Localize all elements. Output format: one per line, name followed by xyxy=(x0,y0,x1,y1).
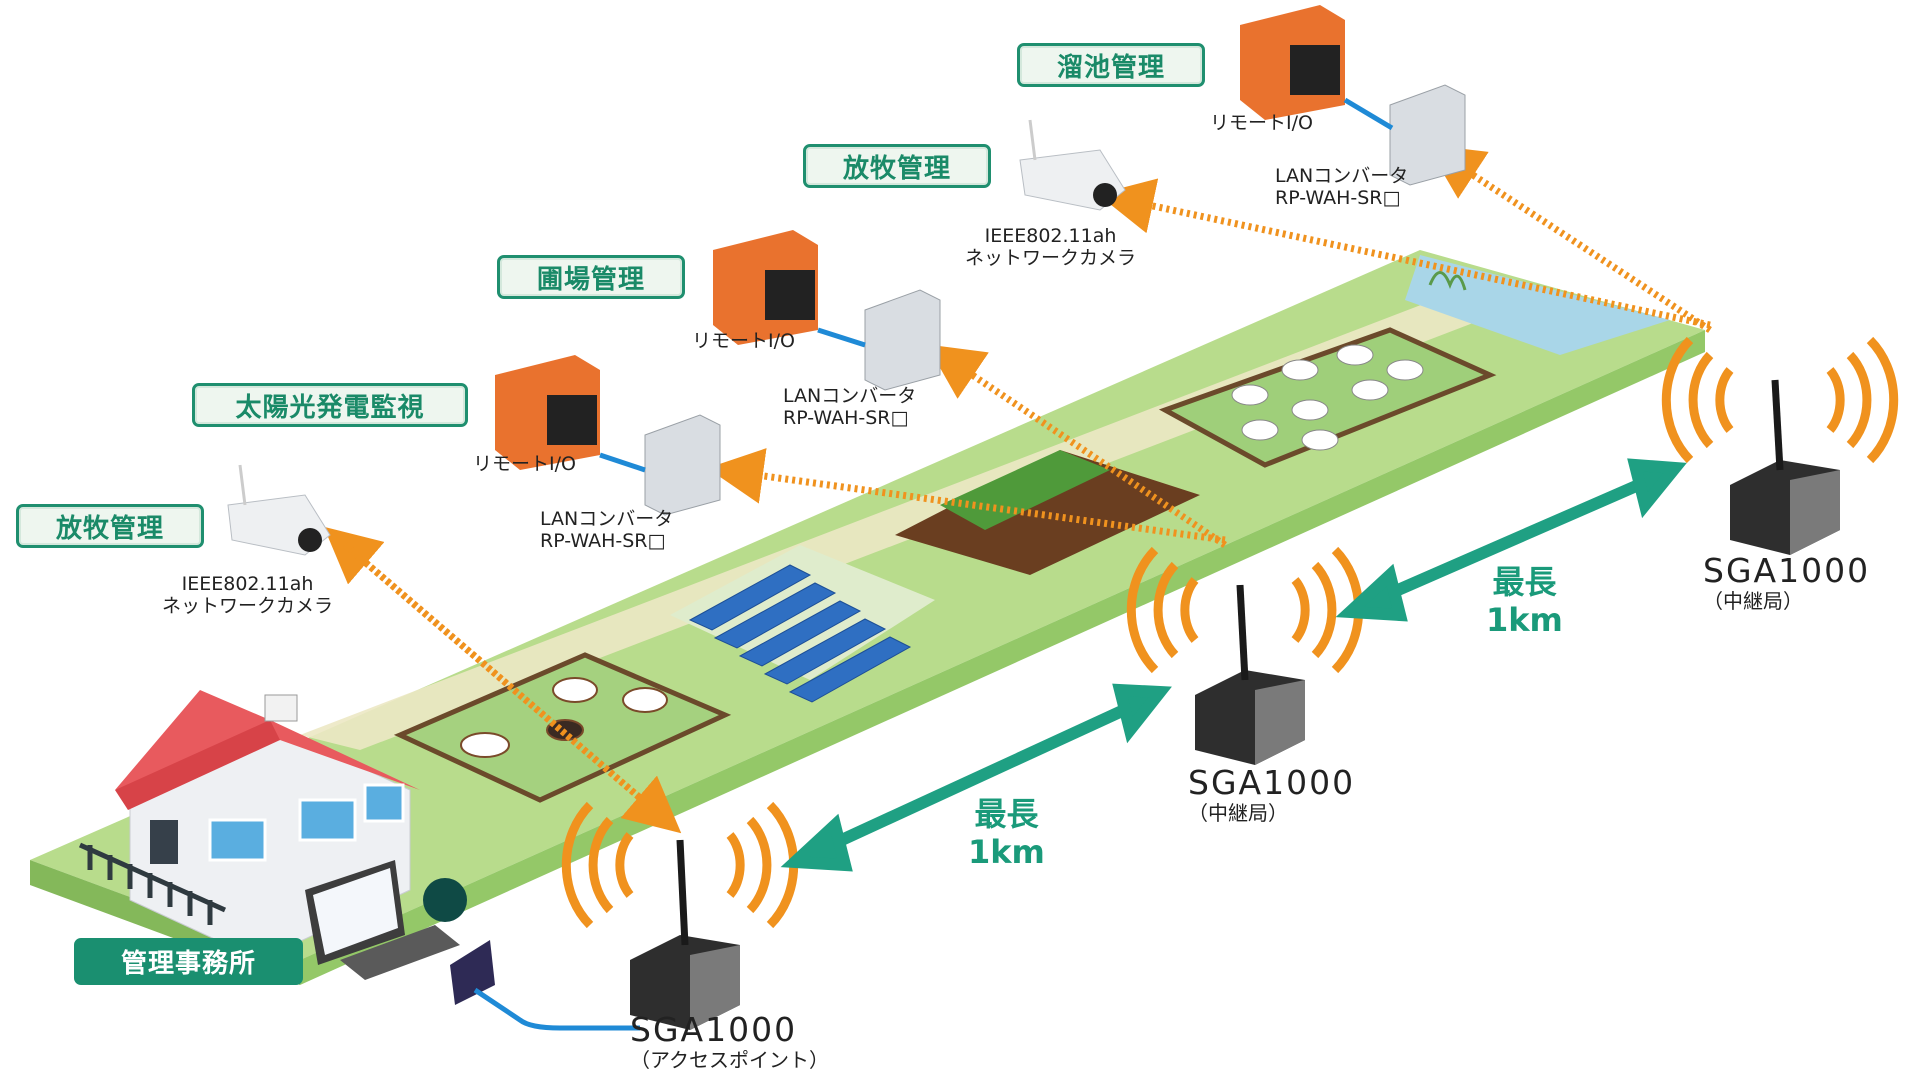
caption-lan-converter-tameike: LANコンバータ RP-WAH-SR□ xyxy=(1275,165,1408,209)
signal-waves-right xyxy=(1661,336,1899,464)
lan-converter-solar xyxy=(599,414,721,516)
caption-camera-left-line2: ネットワークカメラ xyxy=(162,595,334,617)
lan-converter-tameike xyxy=(1343,84,1466,186)
pond xyxy=(1405,255,1670,355)
crop-field xyxy=(895,450,1200,575)
caption-remote-io-hojo: リモートI/O xyxy=(692,330,795,352)
distance-link-lower xyxy=(817,699,1138,856)
network-camera-left xyxy=(227,464,331,556)
caption-lan-converter-tameike-line2: RP-WAH-SR□ xyxy=(1275,187,1401,209)
lan-converter-hojo xyxy=(817,289,941,391)
sga-access-point-role: （アクセスポイント） xyxy=(630,1048,829,1072)
caption-lan-converter-solar-line1: LANコンバータ xyxy=(540,508,674,530)
distance-label-upper-line1: 最長 xyxy=(1492,563,1557,601)
distance-label-lower-line2: 1km xyxy=(968,833,1045,871)
distance-links xyxy=(780,458,1687,872)
tag-management-office: 管理事務所 xyxy=(74,938,303,985)
sga-relay-center-caption: SGA1000 （中継局） xyxy=(1188,763,1356,826)
signal-waves-center xyxy=(1126,546,1364,674)
cow-pasture xyxy=(393,652,732,803)
tag-tameike-management: 溜池管理 xyxy=(1017,43,1205,87)
sga1000-relay-right-device xyxy=(1730,379,1840,555)
sga-relay-right-caption: SGA1000 （中継局） xyxy=(1703,551,1871,614)
operator-workstation xyxy=(305,860,640,1031)
tag-grazing-management-top: 放牧管理 xyxy=(803,144,991,188)
caption-camera-top-line1: IEEE802.11ah xyxy=(984,225,1117,247)
sga-relay-right-role: （中継局） xyxy=(1703,589,1803,613)
sga1000-access-point-device xyxy=(630,839,740,1030)
distance-label-upper: 最長 1km xyxy=(1486,563,1563,639)
sheep-pasture xyxy=(1158,327,1497,468)
distance-label-upper-line2: 1km xyxy=(1486,601,1563,639)
remote-io-hojo xyxy=(713,230,818,345)
wireless-links xyxy=(323,144,1712,834)
caption-lan-converter-hojo: LANコンバータ RP-WAH-SR□ xyxy=(783,385,916,429)
sga-relay-right-model: SGA1000 xyxy=(1703,551,1871,590)
sga-relay-center-role: （中継局） xyxy=(1188,801,1288,825)
caption-remote-io-solar: リモートI/O xyxy=(473,453,576,475)
remote-io-tameike xyxy=(1240,5,1345,120)
tag-solar-monitoring: 太陽光発電監視 xyxy=(192,383,468,427)
caption-remote-io-tameike: リモートI/O xyxy=(1210,112,1313,134)
distance-link-upper xyxy=(1372,474,1653,606)
tag-grazing-management-left: 放牧管理 xyxy=(16,504,204,548)
sga1000-relay-center-device xyxy=(1195,584,1305,765)
sga-relay-center-model: SGA1000 xyxy=(1188,763,1356,802)
distance-label-lower-line1: 最長 xyxy=(974,795,1039,833)
distance-label-lower: 最長 1km xyxy=(968,795,1045,871)
solar-array xyxy=(670,545,935,703)
sga-access-point-model: SGA1000 xyxy=(630,1010,798,1049)
caption-camera-left-line1: IEEE802.11ah xyxy=(181,573,314,595)
caption-lan-converter-tameike-line1: LANコンバータ xyxy=(1275,165,1409,187)
network-camera-top xyxy=(1019,119,1126,211)
caption-lan-converter-solar-line2: RP-WAH-SR□ xyxy=(540,530,666,552)
caption-camera-top: IEEE802.11ah ネットワークカメラ xyxy=(965,225,1136,269)
caption-camera-top-line2: ネットワークカメラ xyxy=(965,247,1137,269)
caption-lan-converter-hojo-line1: LANコンバータ xyxy=(783,385,917,407)
caption-lan-converter-solar: LANコンバータ RP-WAH-SR□ xyxy=(540,508,673,552)
remote-io-solar xyxy=(495,355,600,470)
caption-lan-converter-hojo-line2: RP-WAH-SR□ xyxy=(783,407,909,429)
tag-field-management: 圃場管理 xyxy=(497,255,685,299)
caption-camera-left: IEEE802.11ah ネットワークカメラ xyxy=(162,573,333,617)
sga-access-point-caption: SGA1000 （アクセスポイント） xyxy=(630,1010,829,1073)
